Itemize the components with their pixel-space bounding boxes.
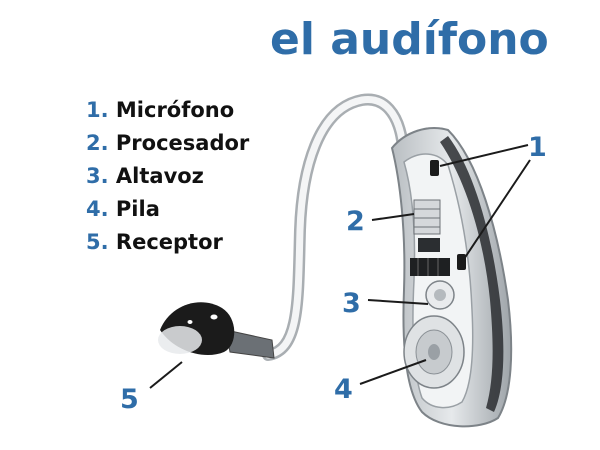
callout-number-2: 2 — [346, 206, 365, 237]
sound-tube-highlight — [264, 96, 406, 359]
legend-number: 4. — [86, 197, 109, 221]
legend-label: Receptor — [115, 230, 223, 254]
legend-number: 2. — [86, 131, 109, 155]
legend-number: 3. — [86, 164, 109, 188]
callout-line-2 — [371, 213, 415, 221]
legend-item-pila: 4. Pila — [86, 194, 249, 227]
callout-line-1a — [439, 144, 529, 167]
callout-line-5 — [149, 361, 183, 389]
battery — [403, 315, 465, 389]
legend-item-procesador: 2. Procesador — [86, 128, 249, 161]
callout-number-5: 5 — [120, 384, 139, 415]
microphone-port-top — [430, 160, 439, 176]
legend-number: 5. — [86, 230, 109, 254]
callout-line-1b — [461, 159, 531, 263]
parts-legend: 1. Micrófono 2. Procesador 3. Altavoz 4.… — [86, 95, 249, 260]
legend-item-receptor: 5. Receptor — [86, 227, 249, 260]
device-edge-strip — [440, 136, 504, 412]
legend-label: Micrófono — [115, 98, 235, 122]
callout-number-4: 4 — [334, 374, 353, 405]
callout-line-3 — [367, 299, 429, 305]
legend-number: 1. — [86, 98, 109, 122]
earpiece-receptor — [158, 302, 275, 359]
legend-label: Altavoz — [115, 164, 204, 188]
legend-item-altavoz: 3. Altavoz — [86, 161, 249, 194]
sound-tube — [262, 93, 408, 361]
callout-line-4 — [359, 359, 427, 385]
page-title: el audífono — [270, 14, 549, 65]
processor — [410, 199, 450, 276]
legend-item-microfono: 1. Micrófono — [86, 95, 249, 128]
legend-label: Procesador — [115, 131, 250, 155]
speaker — [425, 280, 455, 310]
legend-label: Pila — [115, 197, 160, 221]
callout-number-1: 1 — [528, 132, 547, 163]
callout-number-3: 3 — [342, 288, 361, 319]
